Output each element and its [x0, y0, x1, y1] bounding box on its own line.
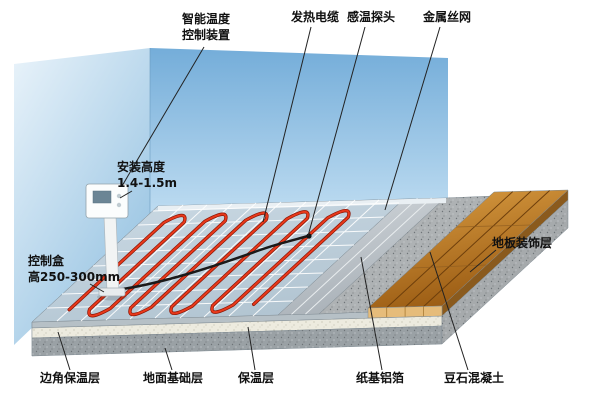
leader-control-box [89, 283, 105, 293]
wall-base-strip [158, 198, 446, 211]
leader-heating-cable [262, 26, 312, 223]
leader-concrete [429, 251, 469, 371]
leader-foil [360, 256, 383, 371]
leader-temp-probe [307, 26, 366, 237]
label-insulation: 保温层 [238, 371, 275, 385]
label-heating-cable: 发热电缆 [291, 10, 340, 24]
heating-cable [67, 208, 351, 318]
label-control-box: 控制盒 高250-300mm [28, 254, 121, 284]
wood-plank-joints [386, 190, 550, 308]
label-floor-decor: 地板装饰层 [492, 236, 553, 250]
label-install-height: 安装高度 1.4-1.5m [117, 160, 177, 190]
label-concrete: 豆石混凝土 [444, 371, 505, 385]
front-face-insulation-speckle [32, 316, 442, 338]
label-edge-insulation: 边角保温层 [40, 371, 101, 385]
left-wall [14, 48, 150, 345]
foil-sheen-lines [291, 197, 432, 315]
label-foil: 纸基铝箔 [356, 371, 405, 385]
leader-wire-mesh [384, 26, 441, 211]
concrete-band-speckle [319, 196, 494, 314]
thermostat-button-1 [116, 193, 122, 199]
leader-edge-insulation [57, 331, 71, 371]
thermostat-screen [92, 190, 112, 204]
label-wire-mesh: 金属丝网 [423, 10, 472, 24]
column-base-plate [98, 287, 126, 297]
leader-install-height [119, 190, 133, 199]
leader-smart-controller [121, 46, 205, 187]
sensor-conduit [114, 233, 312, 292]
front-face-base-speckle [32, 326, 442, 356]
leader-floor-decor [469, 249, 497, 273]
wood-end-joints [386, 306, 424, 317]
label-smart-controller: 智能温度 控制装置 [181, 12, 230, 42]
leader-base-layer [164, 347, 173, 371]
thermostat-button-2 [116, 202, 122, 208]
wood-cross-joints [411, 224, 531, 269]
right-face-concrete-speckle [442, 200, 568, 344]
heating-cable-core [68, 209, 350, 317]
temp-probe-tip [306, 233, 312, 239]
label-base-layer: 地面基础层 [143, 371, 204, 385]
room-walls [14, 48, 448, 345]
label-temp-probe: 感温探头 [347, 10, 396, 24]
leader-lines [57, 26, 497, 371]
back-wall [150, 48, 448, 215]
thermostat-assembly [85, 183, 129, 301]
leader-insulation [247, 326, 256, 371]
